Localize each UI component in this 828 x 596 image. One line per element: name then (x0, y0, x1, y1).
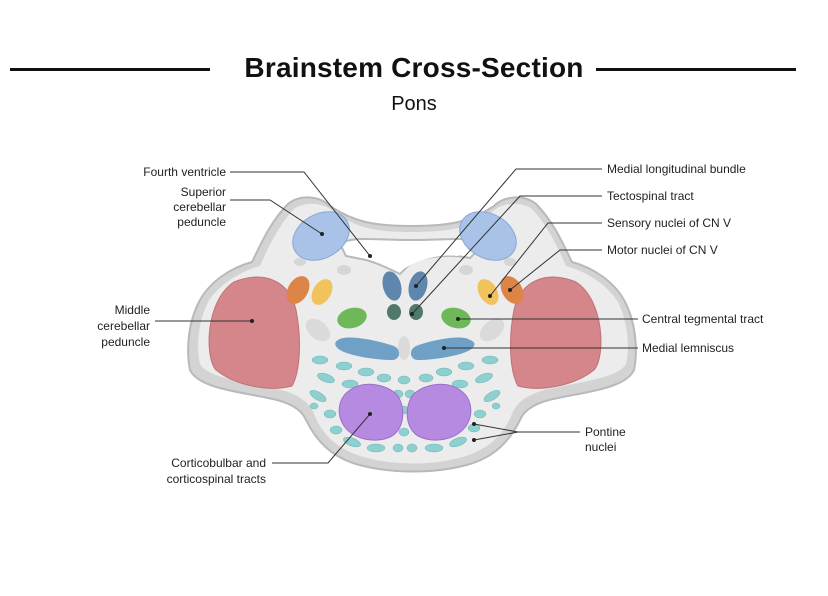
leader-superior-cerebellar-peduncle (230, 199, 323, 235)
label-fourth-ventricle: Fourth ventricle (143, 165, 226, 179)
tissue-blob (337, 265, 351, 275)
pontine-nucleus (475, 372, 493, 384)
pontine-nuclei-group (309, 355, 501, 453)
central-tegmental-tract-right (441, 307, 471, 329)
pontine-nucleus (317, 372, 335, 384)
pontine-nucleus (357, 367, 375, 377)
fourth-ventricle-cavity (354, 246, 470, 270)
tissue-blob (479, 318, 505, 342)
leader-corticobulbar (272, 413, 371, 464)
middle-cerebellar-peduncle-right (510, 276, 602, 389)
sensory-nuclei-cn-v-right (477, 279, 499, 305)
leader-dot-fourth-ventricle (368, 254, 372, 258)
leader-dot-medial-lemniscus (442, 346, 446, 350)
leader-dot-sensory-nuclei (488, 294, 492, 298)
pons-tissue (198, 203, 628, 464)
label-superior-cerebellar-peduncle-line3: peduncle (177, 215, 226, 229)
pontine-nucleus (449, 436, 467, 448)
pontine-nucleus (491, 402, 501, 410)
pontine-nucleus (481, 355, 499, 365)
pontine-nucleus (457, 361, 475, 371)
label-middle-cerebellar-peduncle-line1: Middle (115, 303, 151, 317)
leader-dot-motor-nuclei (508, 288, 512, 292)
pontine-nucleus (309, 402, 319, 410)
tectospinal-tract-right (409, 304, 423, 320)
leader-dot-superior-cerebellar-peduncle (320, 232, 324, 236)
pontine-nucleus (473, 409, 487, 419)
title-rule-left (10, 68, 210, 71)
central-tegmental-tract-left (337, 307, 367, 329)
leader-fourth-ventricle (230, 171, 371, 257)
leader-dot-pontine-nuclei-2 (472, 438, 476, 442)
label-central-tegmental-tract: Central tegmental tract (642, 312, 764, 326)
pontine-nucleus (323, 409, 337, 419)
leader-motor-nuclei (509, 249, 602, 291)
medial-longitudinal-bundle-left (382, 271, 402, 301)
leader-dot-corticobulbar (368, 412, 372, 416)
leader-dot-central-tegmental-tract (456, 317, 460, 321)
leader-pontine-nuclei-2 (473, 431, 519, 441)
tissue-blob (459, 265, 473, 275)
pontine-nucleus (335, 361, 353, 371)
pontine-nucleus (406, 443, 418, 453)
label-medial-lemniscus: Medial lemniscus (642, 341, 734, 355)
pontine-nucleus (418, 373, 434, 383)
label-corticobulbar-line2: corticospinal tracts (167, 472, 266, 486)
pontine-nucleus (309, 390, 327, 402)
leader-sensory-nuclei (489, 222, 602, 297)
diagram-subtitle: Pons (391, 93, 437, 115)
tissue-blob (294, 258, 306, 266)
pontine-nucleus (435, 367, 453, 377)
pontine-nucleus (483, 390, 501, 402)
tissue-blob (398, 336, 410, 360)
diagram-title: Brainstem Cross-Section (0, 52, 828, 84)
leader-dot-middle-cerebellar-peduncle (250, 319, 254, 323)
tissue-blob (504, 258, 516, 266)
leader-medial-longitudinal-bundle (415, 168, 602, 287)
pontine-nucleus (398, 427, 410, 437)
tectospinal-tract-left (387, 304, 401, 320)
corticospinal-tract-right (406, 383, 472, 441)
pontine-nucleus (341, 379, 359, 389)
pontine-nucleus (451, 379, 469, 389)
label-medial-longitudinal-bundle: Medial longitudinal bundle (607, 162, 746, 176)
motor-nuclei-cn-v-left (286, 276, 310, 304)
label-pontine-nuclei-line2: nuclei (585, 440, 616, 454)
label-tectospinal-tract: Tectospinal tract (607, 189, 694, 203)
pontine-nucleus (366, 443, 386, 453)
pontine-nucleus (424, 443, 444, 453)
label-middle-cerebellar-peduncle-line2: cerebellar (97, 319, 150, 333)
medial-lemniscus-left (335, 337, 400, 360)
label-pontine-nuclei-line1: Pontine (585, 425, 626, 439)
pontine-nucleus (392, 443, 404, 453)
diagram-title-text: Brainstem Cross-Section (236, 52, 592, 83)
superior-cerebellar-peduncle-right (459, 211, 517, 261)
tissue-blob (305, 318, 331, 342)
pontine-nucleus (329, 425, 343, 435)
title-rule-right (596, 68, 796, 71)
label-sensory-nuclei: Sensory nuclei of CN V (607, 216, 731, 230)
leader-tectospinal-tract (411, 195, 602, 315)
label-motor-nuclei: Motor nuclei of CN V (607, 243, 718, 257)
leader-dot-medial-longitudinal-bundle (414, 284, 418, 288)
leader-dot-tectospinal-tract (410, 312, 414, 316)
label-corticobulbar-line1: Corticobulbar and (171, 456, 266, 470)
pontine-nucleus (397, 375, 411, 385)
label-superior-cerebellar-peduncle-line1: Superior (181, 185, 226, 199)
pontine-nucleus (311, 355, 329, 365)
leader-dot-pontine-nuclei-1 (472, 422, 476, 426)
sensory-nuclei-cn-v-left (311, 279, 333, 305)
middle-cerebellar-peduncle-left (208, 276, 300, 389)
label-superior-cerebellar-peduncle-line2: cerebellar (173, 200, 226, 214)
pontine-nucleus (376, 373, 392, 383)
corticospinal-tract-left (338, 383, 404, 441)
label-middle-cerebellar-peduncle-line3: peduncle (101, 335, 150, 349)
